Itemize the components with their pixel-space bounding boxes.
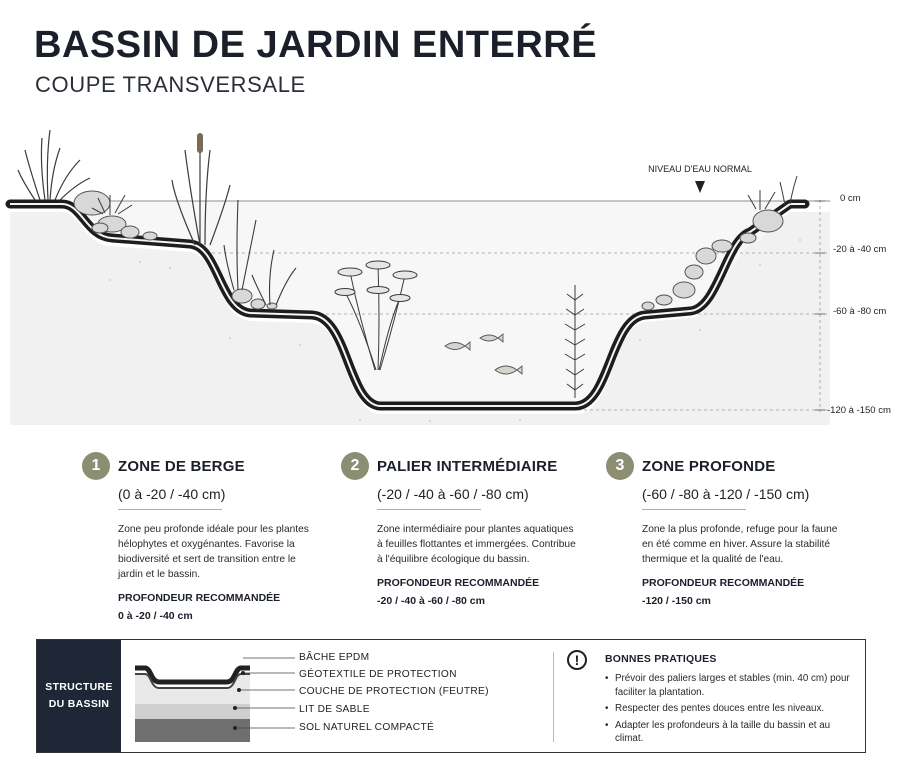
zone-rec-value: -20 / -40 à -60 / -80 cm: [377, 595, 485, 607]
zone-rec-label: PROFONDEUR RECOMMANDÉE: [118, 592, 281, 604]
tips-list: Prévoir des paliers larges et stables (m…: [605, 672, 855, 749]
pond-liner-inner: [10, 203, 805, 407]
tips-title: BONNES PRATIQUES: [605, 653, 717, 665]
divider: [377, 509, 481, 510]
zone-berge: 1 ZONE DE BERGE (0 à -20 / -40 cm) Zone …: [82, 452, 332, 622]
depth-label-profonde: -120 à -150 cm: [827, 405, 891, 416]
zone-title: ZONE PROFONDE: [642, 457, 776, 475]
zone-number-badge: 3: [606, 452, 634, 480]
zone-description: Zone peu profonde idéale pour les plante…: [118, 524, 309, 580]
water-level-label: NIVEAU D'EAU NORMAL: [648, 164, 752, 174]
zone-description: Zone la plus profonde, refuge pour la fa…: [642, 524, 838, 565]
depth-guide-lines: [200, 200, 830, 412]
submerged-plant: [564, 285, 586, 398]
divider: [118, 509, 222, 510]
layer-label-epdm: BÂCHE EPDM: [299, 652, 370, 663]
pond-cross-section: NIVEAU D'EAU NORMAL 0 cm -20 à -40 cm -6…: [5, 129, 891, 425]
zone-number-badge: 2: [341, 452, 369, 480]
structure-label-line2: DU BASSIN: [48, 698, 110, 710]
zone-number-badge: 1: [82, 452, 110, 480]
zone-palier: 2 PALIER INTERMÉDIAIRE (-20 / -40 à -60 …: [341, 452, 591, 607]
zone-range: (0 à -20 / -40 cm): [118, 486, 226, 502]
list-item: Respecter des pentes douces entre les ni…: [605, 702, 855, 716]
layer-label-felt: COUCHE DE PROTECTION (FEUTRE): [299, 686, 489, 697]
exclamation-circle-icon: !: [567, 650, 587, 670]
water-level-arrow-icon: [695, 181, 705, 193]
rocks-right: [641, 209, 784, 311]
layer-label-soil: SOL NATUREL COMPACTÉ: [299, 722, 435, 733]
zone-rec-value: -120 / -150 cm: [642, 595, 711, 607]
shrub-plant: [91, 175, 798, 215]
depth-label-palier: -60 à -80 cm: [833, 306, 886, 317]
water-lily-plant: [334, 260, 418, 371]
zone-rec-value: 0 à -20 / -40 cm: [118, 610, 193, 622]
zone-range: (-20 / -40 à -60 / -80 cm): [377, 486, 529, 502]
zone-rec-label: PROFONDEUR RECOMMANDÉE: [642, 577, 805, 589]
page-subtitle: COUPE TRANSVERSALE: [35, 72, 306, 97]
divider: [642, 509, 746, 510]
zone-title: ZONE DE BERGE: [118, 457, 245, 475]
layer-diagram: [135, 657, 295, 742]
fish-icon: [444, 333, 523, 375]
layer-label-geotextile: GÉOTEXTILE DE PROTECTION: [299, 669, 457, 680]
rocks-left: [73, 190, 278, 310]
list-item: Prévoir des paliers larges et stables (m…: [605, 672, 855, 699]
zone-range: (-60 / -80 à -120 / -150 cm): [642, 486, 810, 502]
zone-title: PALIER INTERMÉDIAIRE: [377, 457, 558, 475]
cattail-plant: [171, 133, 231, 246]
depth-label-berge: -20 à -40 cm: [833, 244, 886, 255]
structure-panel: STRUCTURE DU BASSIN BÂCHE EPDM GÉOTEXTIL…: [36, 639, 866, 753]
layer-label-sand: LIT DE SABLE: [299, 704, 370, 715]
depth-label-surface: 0 cm: [840, 193, 861, 204]
soil-ground: [10, 212, 830, 425]
divider: [553, 652, 554, 742]
soil-texture: [109, 239, 801, 422]
grass-tuft-left: [17, 129, 91, 201]
zone-rec-label: PROFONDEUR RECOMMANDÉE: [377, 577, 540, 589]
zone-profonde: 3 ZONE PROFONDE (-60 / -80 à -120 / -150…: [606, 452, 856, 607]
reed-plant: [223, 199, 297, 306]
list-item: Adapter les profondeurs à la taille du b…: [605, 719, 855, 746]
structure-label: STRUCTURE DU BASSIN: [37, 640, 121, 752]
structure-label-line1: STRUCTURE: [45, 681, 113, 693]
zone-description: Zone intermédiaire pour plantes aquatiqu…: [377, 524, 576, 565]
page-title: BASSIN DE JARDIN ENTERRÉ: [34, 24, 598, 66]
